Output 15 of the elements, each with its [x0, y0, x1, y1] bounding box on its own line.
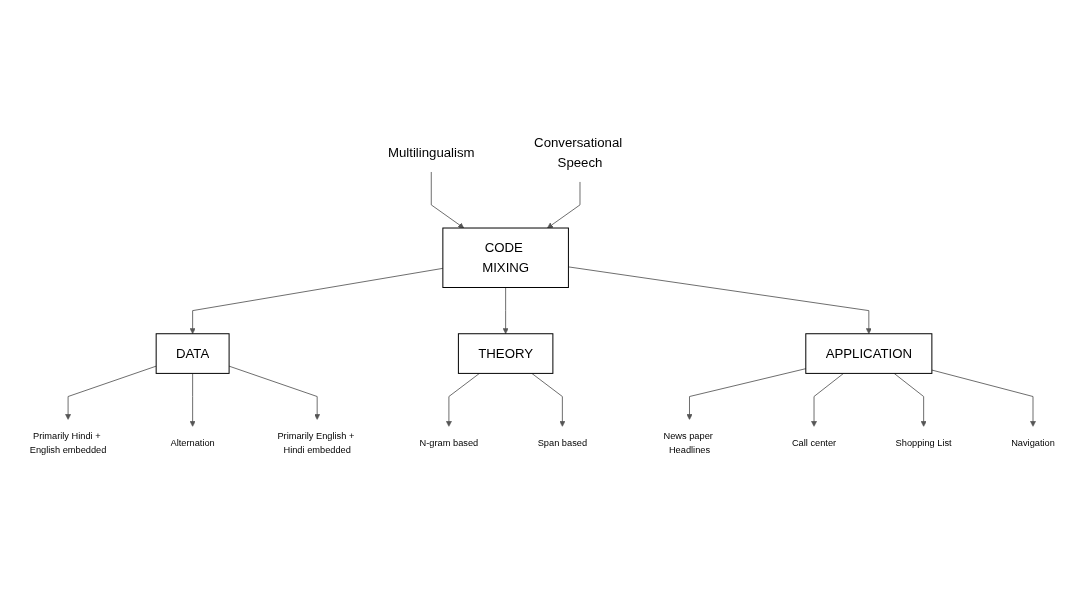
- node-text: Navigation: [1011, 438, 1055, 449]
- node-text: News paper Headlines: [663, 431, 713, 456]
- node-box: THEORY: [457, 333, 554, 375]
- node-text: Conversational Speech: [534, 135, 623, 170]
- node-box: APPLICATION: [805, 333, 933, 375]
- node-text: Multilingualism: [387, 144, 475, 160]
- node-text: Alternation: [170, 438, 215, 449]
- node-text: Shopping List: [895, 438, 952, 449]
- node-text: Span based: [537, 438, 588, 449]
- node-text: Primarily Hindi + English embedded: [29, 431, 107, 456]
- node-text: N-gram based: [419, 438, 479, 449]
- node-box: CODE MIXING: [442, 227, 569, 289]
- node-box: DATA: [155, 333, 230, 375]
- node-text: Call center: [791, 438, 837, 449]
- node-text: Primarily English + Hindi embedded: [277, 431, 355, 456]
